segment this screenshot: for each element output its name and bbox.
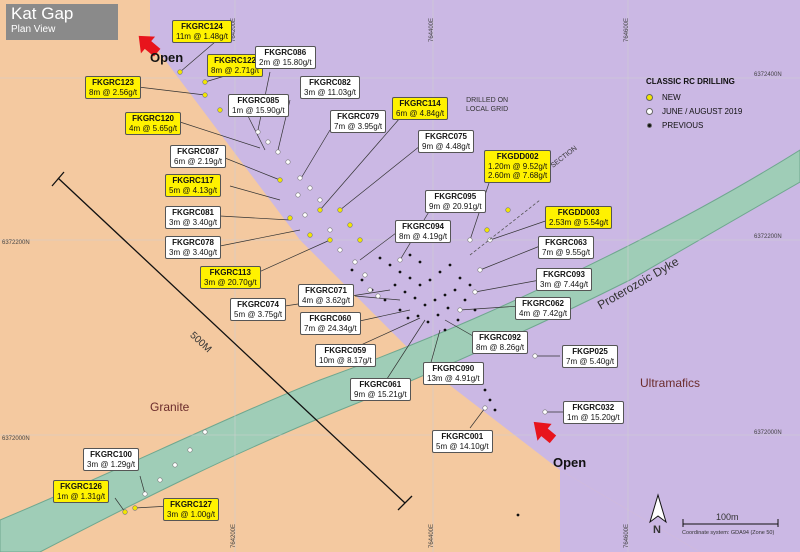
easting-label: 764600E	[624, 17, 630, 42]
legend-item-recent: JUNE / AUGUST 2019	[646, 104, 742, 118]
northing-label: 6372000N	[2, 436, 30, 442]
legend: CLASSIC RC DRILLING NEW JUNE / AUGUST 20…	[646, 77, 742, 132]
coordinate-system: Coordinate system: GDA94 (Zone 50)	[682, 530, 775, 536]
northing-label: 6372000N	[754, 430, 782, 436]
scale-bar	[682, 519, 779, 527]
north-label: N	[653, 524, 661, 536]
distance-arrow	[51, 171, 413, 511]
ultramafics-label: Ultramafics	[640, 376, 701, 390]
northing-label: 6372200N	[754, 234, 782, 240]
easting-label: 764600E	[624, 523, 630, 548]
open-label-top: Open	[150, 50, 184, 65]
open-arrow-bottom	[533, 421, 557, 444]
legend-heading: CLASSIC RC DRILLING	[646, 77, 735, 86]
proterozoic-dyke	[0, 149, 800, 552]
recent-holes	[142, 129, 548, 497]
open-label-bottom: Open	[553, 455, 587, 470]
north-arrow	[649, 493, 667, 524]
scale-label: 100m	[716, 512, 739, 522]
easting-label: 764400E	[429, 17, 435, 42]
northing-label: 6372200N	[2, 240, 30, 246]
previous-holes	[350, 253, 520, 517]
map-title-box: Kat Gap Plan View	[6, 4, 118, 40]
legend-item-new: NEW	[646, 90, 742, 104]
granite-label: Granite	[150, 400, 190, 414]
northing-label: 6372400N	[754, 72, 782, 78]
map-title: Kat Gap	[11, 4, 74, 23]
legend-item-previous: PREVIOUS	[646, 118, 742, 132]
new-holes	[122, 69, 511, 515]
map-subtitle: Plan View	[11, 24, 56, 35]
open-arrow-top	[138, 35, 161, 57]
local-grid-note: DRILLED ON LOCAL GRID	[466, 97, 509, 113]
easting-label: 764200E	[231, 523, 237, 548]
easting-label: 764400E	[429, 523, 435, 548]
ultramafics-region	[150, 0, 800, 552]
